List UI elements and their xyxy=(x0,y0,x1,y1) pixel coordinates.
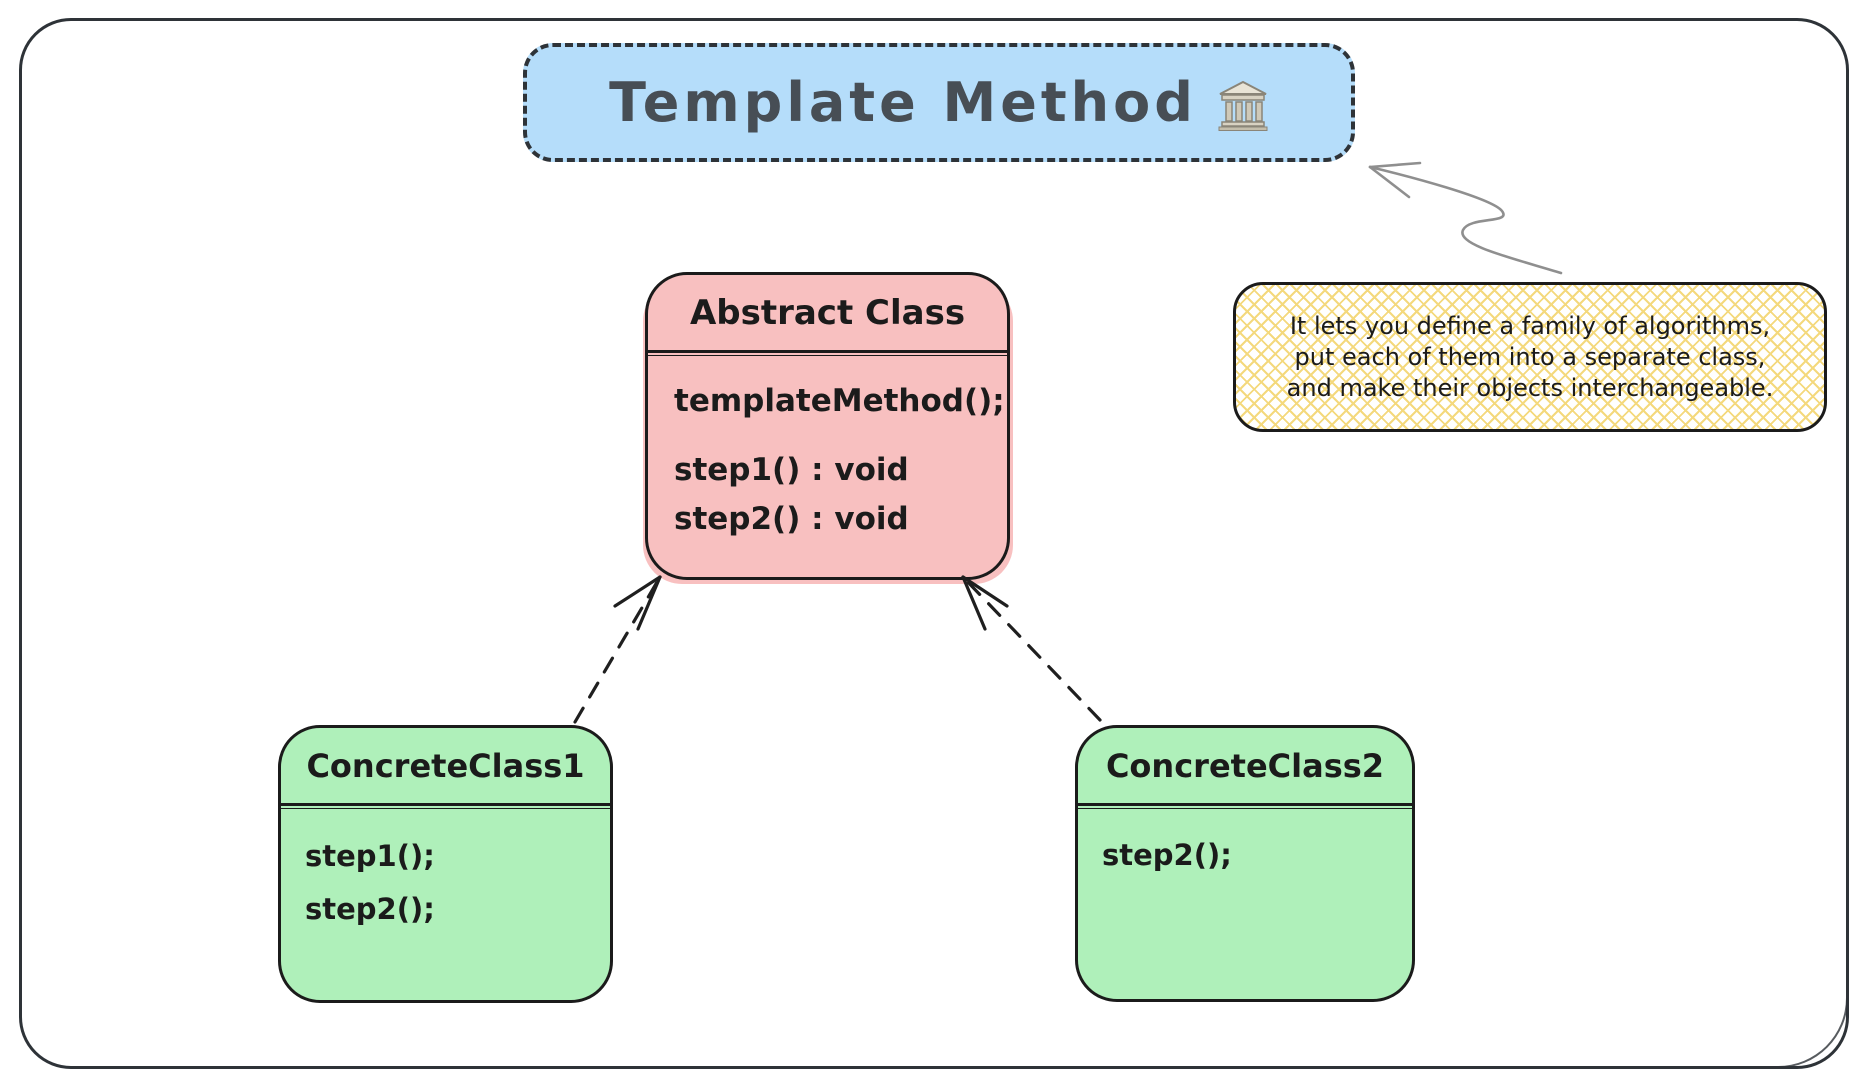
class-box-concrete2: ConcreteClass2 step2(); xyxy=(1075,725,1415,1002)
pattern-title: Template Method xyxy=(609,71,1197,134)
canvas-border xyxy=(19,18,1849,1069)
class-name: ConcreteClass2 xyxy=(1105,746,1385,785)
class-member: step1() : void xyxy=(674,452,909,488)
note-line: put each of them into a separate class, xyxy=(1294,342,1766,371)
class-member: step2() : void xyxy=(674,501,909,537)
class-member: templateMethod(); xyxy=(674,383,1005,419)
class-member: step2(); xyxy=(1102,838,1232,872)
note-line: It lets you define a family of algorithm… xyxy=(1289,311,1771,340)
pattern-title-box: Template Method xyxy=(523,43,1355,162)
class-box-abstract: Abstract Class templateMethod(); step1()… xyxy=(645,272,1010,580)
class-name: ConcreteClass1 xyxy=(306,746,585,785)
note-line: and make their objects interchangeable. xyxy=(1286,373,1774,402)
class-divider xyxy=(278,803,613,809)
class-divider xyxy=(645,350,1010,356)
class-member: step2(); xyxy=(305,892,435,926)
classical-building-icon xyxy=(1218,80,1268,131)
class-member: step1(); xyxy=(305,839,435,873)
description-note: It lets you define a family of algorithm… xyxy=(1233,282,1827,432)
class-divider xyxy=(1075,803,1415,809)
class-box-concrete1: ConcreteClass1 step1(); step2(); xyxy=(278,725,613,1003)
class-name: Abstract Class xyxy=(689,292,966,333)
